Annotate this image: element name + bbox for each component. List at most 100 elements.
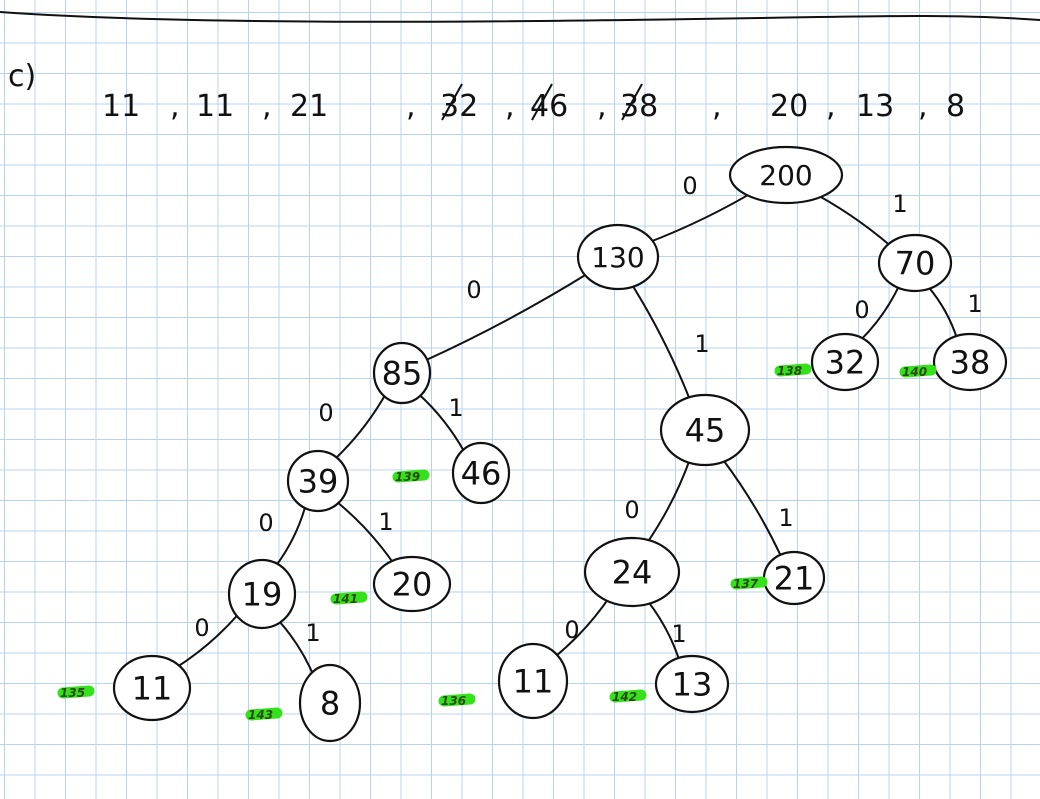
top-rule-line [0, 11, 1040, 23]
tree-node: 20 141 [330, 555, 452, 613]
sequence-separator: , [918, 89, 928, 124]
node-weight: 8 [320, 685, 340, 723]
node-weight: 11 [132, 670, 173, 708]
tree-node: 24 [583, 536, 681, 608]
tree-node: 8 143 [245, 663, 362, 743]
sequence-value: 11 [102, 89, 140, 124]
node-weight: 200 [759, 159, 812, 192]
node-outline [286, 449, 350, 513]
edge-bit-label: 1 [671, 620, 686, 648]
sequence-separator: , [262, 89, 272, 124]
sequence-separator: , [170, 89, 180, 124]
sequence-separator: , [712, 89, 722, 124]
tree-node: 45 [659, 393, 751, 467]
code-highlight [730, 576, 768, 590]
node-outline [810, 332, 880, 392]
tree-edge [926, 285, 959, 340]
node-outline [227, 558, 297, 630]
edge-bit-label: 0 [258, 509, 273, 537]
tree-edge [644, 185, 764, 245]
tree-edge [274, 505, 307, 567]
node-weight: 21 [774, 560, 815, 598]
node-outline [654, 654, 730, 714]
code-highlight [438, 693, 476, 707]
code-highlight [774, 363, 812, 377]
node-weight: 38 [950, 344, 991, 382]
node-outline [372, 341, 432, 405]
node-weight: 130 [591, 241, 644, 274]
leaf-code-label: 142 [612, 690, 637, 704]
leaf-code-label: 136 [441, 694, 466, 708]
edge-bit-label: 1 [378, 508, 393, 536]
edge-bit-label: 1 [778, 504, 793, 532]
node-weight: 11 [513, 663, 554, 701]
edge-bit-label: 1 [892, 190, 907, 218]
node-outline [932, 332, 1008, 392]
tree-edge [630, 283, 692, 402]
edge-bit-label: 0 [564, 616, 579, 644]
sequence-separator: , [826, 89, 836, 124]
node-weight: 24 [612, 554, 653, 592]
tree-node: 85 [372, 341, 432, 405]
leaf-code-label: 143 [248, 708, 273, 722]
node-outline [728, 145, 844, 205]
code-highlight [392, 469, 430, 483]
tree-edge [807, 189, 894, 249]
node-weight: 70 [895, 245, 936, 283]
tree-edge [646, 599, 681, 662]
sequence-value: 11 [196, 89, 234, 124]
code-highlight [899, 364, 937, 378]
node-weight: 45 [685, 412, 726, 450]
tree-node: 11 136 [438, 642, 569, 720]
node-outline [877, 233, 953, 293]
tree-node: 21 137 [730, 550, 826, 606]
node-weight: 19 [242, 576, 283, 614]
tree-edge [859, 283, 901, 342]
tree-edge [417, 392, 466, 454]
code-highlight [330, 591, 368, 605]
node-outline [583, 536, 681, 608]
tree-node: 70 [877, 233, 953, 293]
edge-bit-label: 1 [694, 330, 709, 358]
tree-node: 11 135 [57, 654, 192, 722]
node-weight: 20 [392, 566, 433, 604]
leaf-code-label: 141 [333, 592, 358, 606]
tree-edge [424, 270, 593, 362]
sequence-separator: , [597, 89, 607, 124]
tree-node: 130 [576, 223, 660, 291]
tree-node: 13 142 [609, 654, 730, 714]
edge-bit-label: 0 [854, 296, 869, 324]
sequence-value: 13 [856, 89, 894, 124]
sequence-value: 8 [946, 89, 965, 124]
code-highlight [245, 707, 283, 721]
leaf-code-label: 135 [60, 686, 85, 700]
strike-mark [621, 83, 643, 121]
code-highlight [57, 685, 95, 699]
leaf-code-label: 137 [733, 577, 759, 591]
tree-edge [553, 594, 612, 659]
leaf-code-label: 138 [777, 364, 802, 378]
tree-edge [721, 457, 783, 558]
sequence-value: 38 [620, 89, 658, 124]
edge-bit-label: 1 [448, 394, 463, 422]
edge-bit-label: 0 [624, 496, 639, 524]
edge-bit-label: 1 [305, 619, 320, 647]
tree-node: 200 [728, 145, 844, 205]
tree-edge [336, 501, 396, 567]
node-weight: 13 [672, 666, 713, 704]
code-highlight [609, 689, 647, 703]
sequence-separator: , [505, 89, 515, 124]
sequence-separator: , [406, 89, 416, 124]
tree-edge [174, 613, 240, 670]
edge-bit-label: 1 [967, 290, 982, 318]
node-outline [451, 441, 511, 505]
strike-mark [441, 83, 463, 121]
tree-node: 39 [286, 449, 350, 513]
strike-mark [531, 83, 553, 121]
leaf-code-label: 140 [902, 365, 927, 379]
